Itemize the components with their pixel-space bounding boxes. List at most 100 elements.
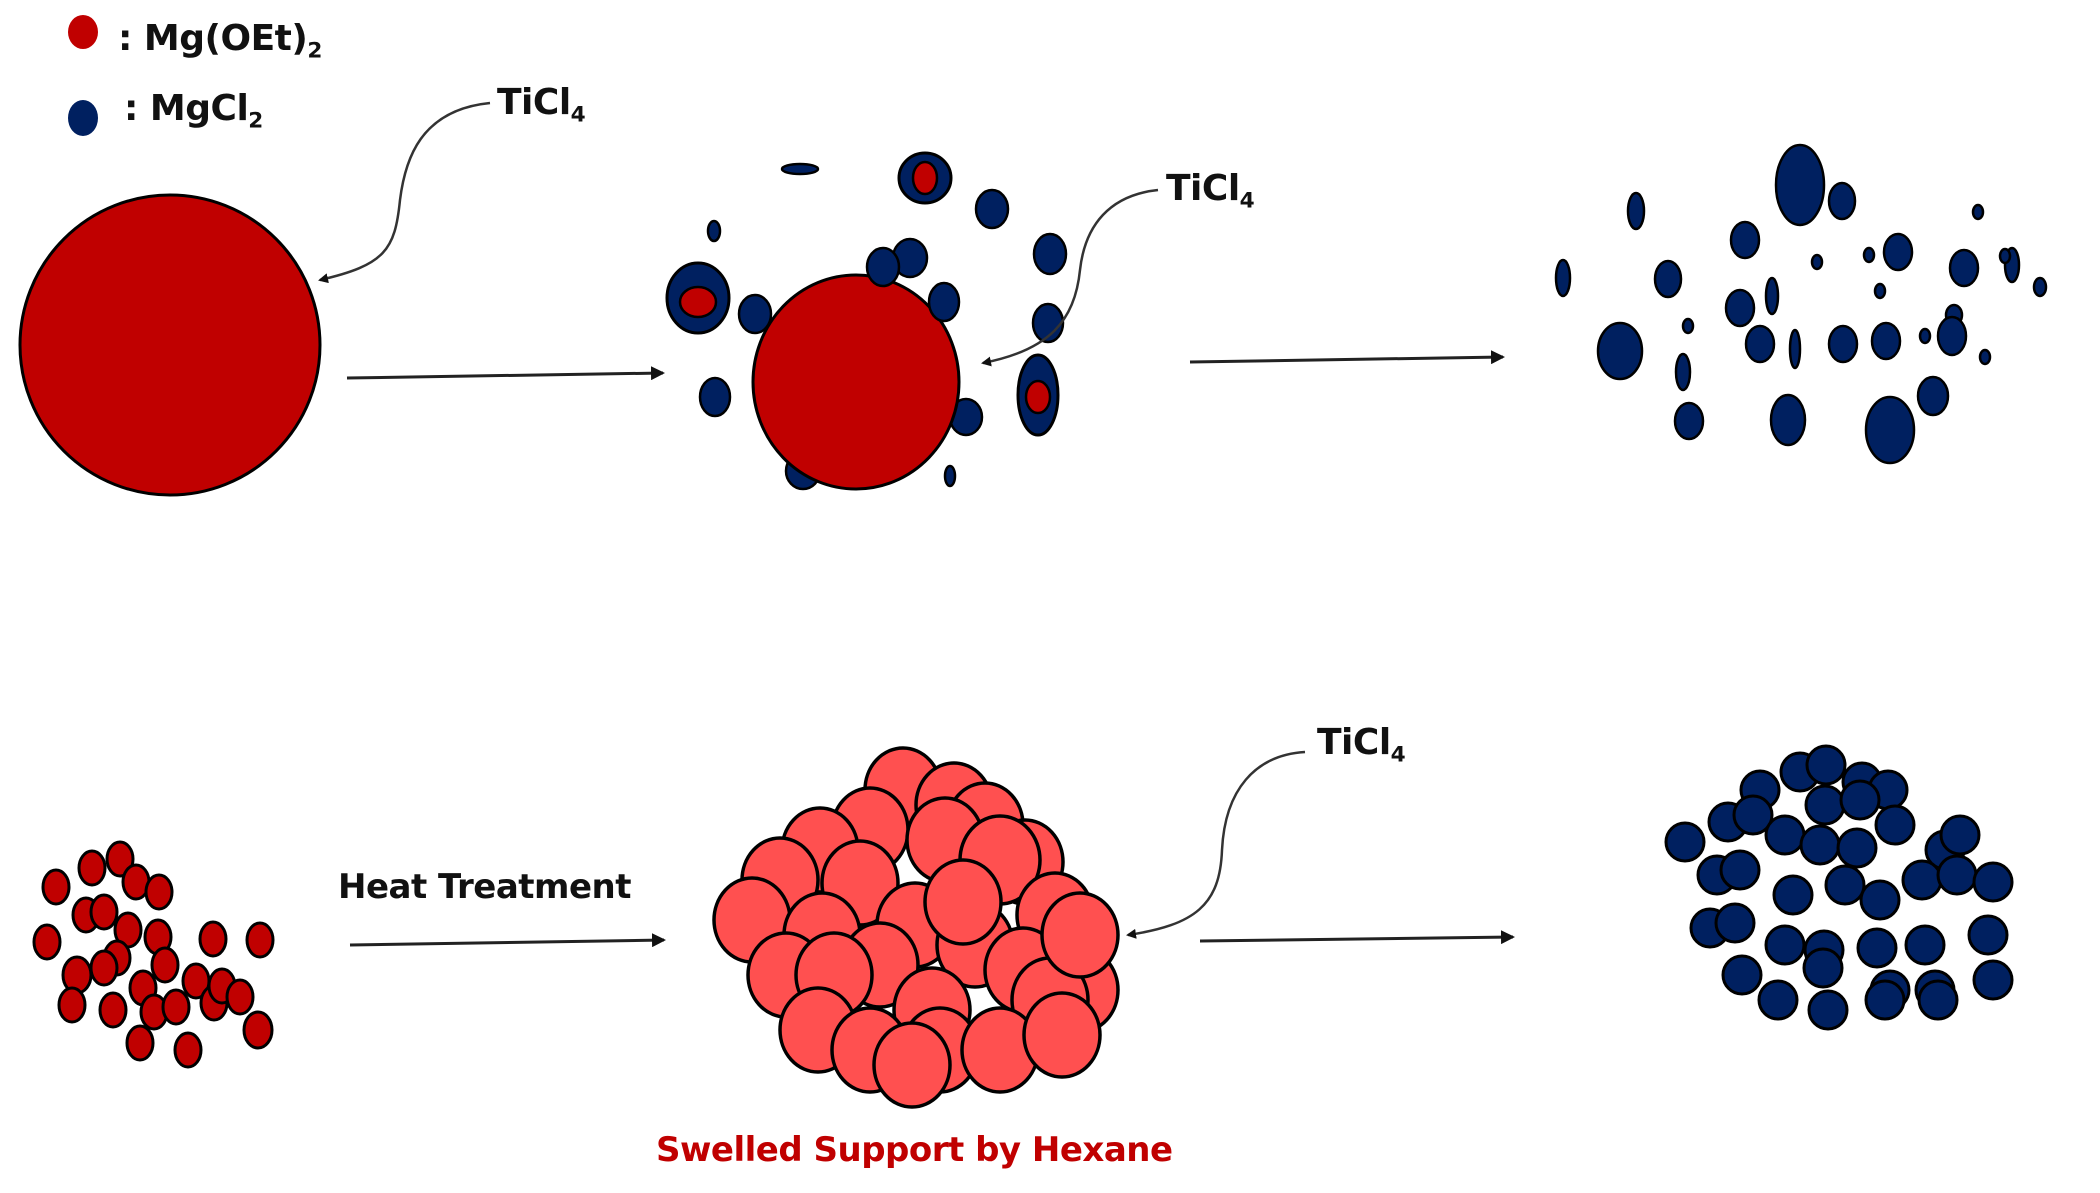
mgcl2-fragment [1724,288,1756,328]
arrow-3 [1199,930,1515,945]
mg-oet2-small-particle [77,849,107,887]
mgcl2-fragment [974,188,1010,230]
mg-oet2-small-particle [173,1031,203,1069]
mgcl2-aggregate-particle [1972,959,2014,1001]
mg-oet2-inner-core [678,285,718,319]
legend-label-mg-oet2-sub: 2 [307,38,322,64]
legend-label-mg-oet2: : Mg(OEt)2 [118,18,322,64]
mgcl2-fragment [1769,393,1807,447]
arrow-2 [1189,350,1505,365]
ticl4-label-2-text: TiCl [1166,168,1240,209]
ticl4-pointer-2 [981,188,1159,367]
arrow-1 [346,366,665,381]
mgcl2-aggregate-particle [1719,849,1761,891]
mgcl2-aggregate-particle [1714,902,1756,944]
mgcl2-fragment [1032,232,1068,276]
mg-oet2-inner-core [1024,379,1052,415]
legend-label-mgcl2: : MgCl2 [124,88,263,134]
mgcl2-aggregate-particle [1856,927,1898,969]
legend-label-mgcl2-text: : MgCl [124,88,249,129]
mgcl2-aggregate-particle [1805,744,1847,786]
mgcl2-fragment [1918,327,1932,345]
mgcl2-aggregate-particle [1757,979,1799,1021]
mgcl2-fragment [780,162,820,176]
mgcl2-fragment [1788,328,1802,370]
mg-oet2-inner-core [911,160,939,196]
mgcl2-fragment [1827,181,1857,221]
legend-blue-dot-icon [68,100,98,136]
mgcl2-aggregate-particle [1936,854,1978,896]
mg-oet2-small-particles [32,840,275,1069]
mgcl2-aggregate-particle [1874,804,1916,846]
mgcl2-aggregate-particle [1802,947,1844,989]
mgcl2-aggregate-particle [1939,814,1981,856]
swelled-particle [1022,991,1102,1079]
mg-oet2-small-particle [150,946,180,984]
mg-oet2-small-particle [105,840,135,878]
mgcl2-aggregate-particle [1839,779,1881,821]
partially-chlorinated-particle [665,151,1068,491]
mgcl2-aggregate-particle [1764,924,1806,966]
ticl4-label-1: TiCl4 [497,82,586,128]
ticl4-label-1-sub: 4 [570,102,586,128]
mg-oet2-small-particle [89,949,119,987]
mg-oet2-small-particle [225,978,255,1016]
dispersed-mgcl2-fragments [1554,143,2048,465]
mgcl2-fragment [1673,401,1705,441]
mg-oet2-small-particle [57,986,87,1024]
mgcl2-aggregate-particle [1901,859,1943,901]
swelled-particle [923,858,1003,946]
heat-treatment-label: Heat Treatment [338,867,631,907]
swelled-support-cluster [712,746,1120,1109]
mgcl2-fragment [1810,253,1824,271]
mg-oet2-small-particle [125,1024,155,1062]
swelled-particle [1040,891,1120,979]
mg-oet2-core [751,273,961,491]
mgcl2-fragment [1916,375,1950,417]
mgcl2-aggregate-particle [1972,861,2014,903]
mgcl2-aggregate-particle [1917,979,1959,1021]
ticl4-label-2: TiCl4 [1166,168,1255,214]
ticl4-pointer-1 [318,101,491,284]
mg-oet2-small-particle [161,988,191,1026]
swelled-particle [872,1021,952,1109]
mgcl2-aggregate-particle [1721,954,1763,996]
mgcl2-fragment [1554,258,1572,298]
mgcl2-fragment [1031,302,1065,344]
mgcl2-fragment [1653,259,1683,299]
mg-oet2-small-particle [245,921,275,959]
mgcl2-aggregate-particle [1807,989,1849,1031]
mgcl2-fragment-attached [865,246,901,288]
ticl4-label-3: TiCl4 [1317,722,1406,768]
mgcl2-fragment [1873,282,1887,300]
mgcl2-fragment [1864,395,1916,465]
ticl4-label-2-sub: 4 [1239,188,1255,214]
mg-oet2-particle-large [18,193,322,497]
mg-oet2-small-particle [242,1010,274,1050]
mgcl2-fragment [1862,246,1876,264]
mgcl2-fragment [1774,143,1826,227]
mg-oet2-small-particle [41,868,71,906]
aggregated-mgcl2-cluster [1664,744,2014,1031]
legend-label-mgcl2-sub: 2 [248,108,263,134]
mgcl2-aggregate-particle [1772,874,1814,916]
mgcl2-fragment [1882,232,1914,272]
mg-oet2-small-particle [32,923,62,961]
mgcl2-fragment [1827,324,1859,364]
mgcl2-fragment [1870,321,1902,361]
mgcl2-fragment [1936,315,1968,357]
mgcl2-fragment [1948,248,1980,288]
mg-oet2-small-particle [98,991,128,1029]
swelled-support-caption: Swelled Support by Hexane [656,1130,1173,1170]
mgcl2-fragment [1626,191,1646,231]
mgcl2-fragment-attached [927,281,961,323]
mgcl2-fragment [943,464,957,488]
mgcl2-fragment [1596,321,1644,381]
mg-oet2-small-particle [89,893,119,931]
legend-label-mg-oet2-text: : Mg(OEt) [118,18,308,59]
mgcl2-aggregate-particle [1904,924,1946,966]
mgcl2-aggregate-particle [1864,979,1906,1021]
ticl4-label-3-sub: 4 [1390,742,1406,768]
mgcl2-aggregate-particle [1836,827,1878,869]
